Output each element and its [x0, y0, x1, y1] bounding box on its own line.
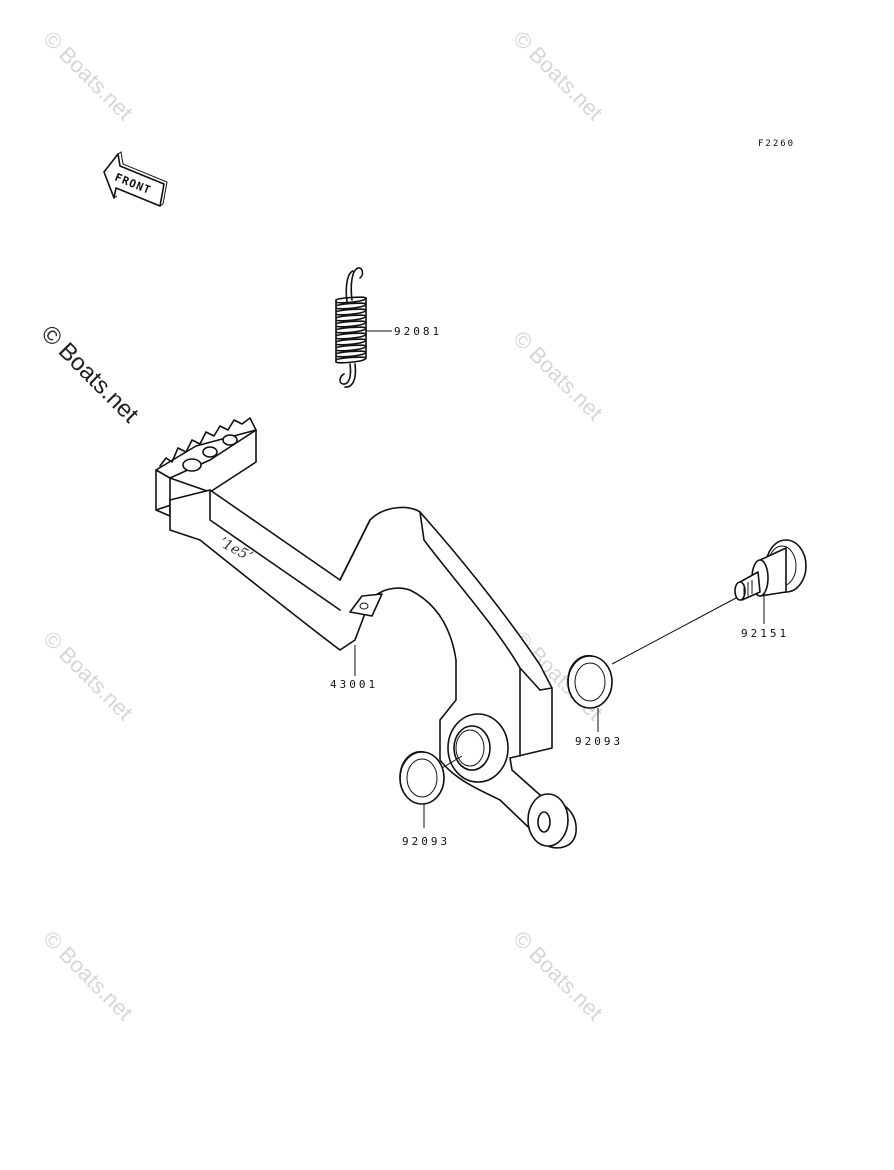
seal-right-92093: 92093 — [567, 655, 623, 748]
watermark-mid-right: © Boats.net — [508, 326, 607, 425]
brake-pedal-43001: ʼ1e5ʼ 43001 — [155, 417, 577, 849]
watermark-top-right: © Boats.net — [508, 26, 607, 125]
label-92081: 92081 — [394, 325, 442, 338]
label-92093-right: 92093 — [575, 735, 623, 748]
seal-left-92093: 92093 — [399, 751, 463, 848]
label-92093-left: 92093 — [402, 835, 450, 848]
label-92151: 92151 — [741, 627, 789, 640]
pivot-bolt-92151: 92151 — [611, 539, 807, 665]
label-43001: 43001 — [330, 678, 378, 691]
front-arrow-icon: FRONT — [103, 151, 168, 207]
watermark-top-left: © Boats.net — [38, 26, 137, 125]
spring-92081: 92081 — [335, 267, 442, 388]
watermark-lower-left: © Boats.net — [38, 626, 137, 725]
watermark-dark: © Boats.net — [36, 320, 144, 428]
diagram-code: F2260 — [758, 139, 795, 149]
watermark-bottom-right: © Boats.net — [508, 926, 607, 1025]
watermark-bottom-left: © Boats.net — [38, 926, 137, 1025]
